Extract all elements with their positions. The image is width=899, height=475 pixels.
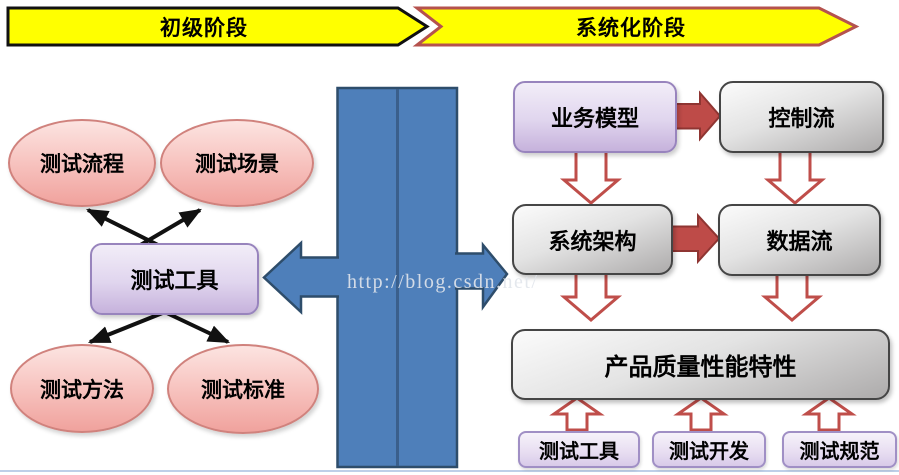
hollow-arrow-specification-up (801, 396, 857, 432)
hollow-arrow-dataflow-down (760, 271, 824, 322)
box-data-flow: 数据流 (718, 204, 881, 276)
hollow-arrow-tools-up (549, 396, 605, 432)
hollow-arrow-business-down (559, 149, 623, 205)
hollow-arrow-control-down (763, 149, 827, 205)
red-arrow-business-to-control (671, 90, 722, 142)
box-test-development: 测试开发 (652, 431, 766, 468)
box-system-architecture: 系统架构 (512, 204, 673, 275)
stage2-banner-label: 系统化阶段 (576, 15, 686, 40)
ellipse-test-process: 测试流程 (8, 119, 156, 207)
hollow-arrow-architecture-down (559, 271, 623, 322)
csdn-watermark: http://blog.csdn.net/ (347, 271, 539, 293)
red-arrow-architecture-to-dataflow (670, 212, 721, 265)
blue-right-arrow (455, 241, 509, 311)
ellipse-test-method: 测试方法 (10, 344, 154, 433)
ellipse-test-standard: 测试标准 (167, 344, 319, 434)
ellipse-test-scenario: 测试场景 (160, 119, 314, 207)
hollow-arrow-development-up (673, 396, 729, 432)
box-test-tools-bottom: 测试工具 (518, 431, 640, 468)
box-test-tool-center: 测试工具 (90, 243, 259, 315)
stage1-banner-label: 初级阶段 (160, 15, 248, 40)
bottom-divider-line (0, 470, 899, 472)
box-product-quality: 产品质量性能特性 (511, 329, 890, 400)
box-control-flow: 控制流 (719, 81, 884, 153)
stage1-banner-arrow (6, 6, 430, 47)
blue-left-arrow (262, 240, 339, 315)
box-test-specification: 测试规范 (782, 431, 897, 468)
stage2-banner-arrow (412, 6, 860, 47)
box-business-model: 业务模型 (513, 81, 677, 153)
